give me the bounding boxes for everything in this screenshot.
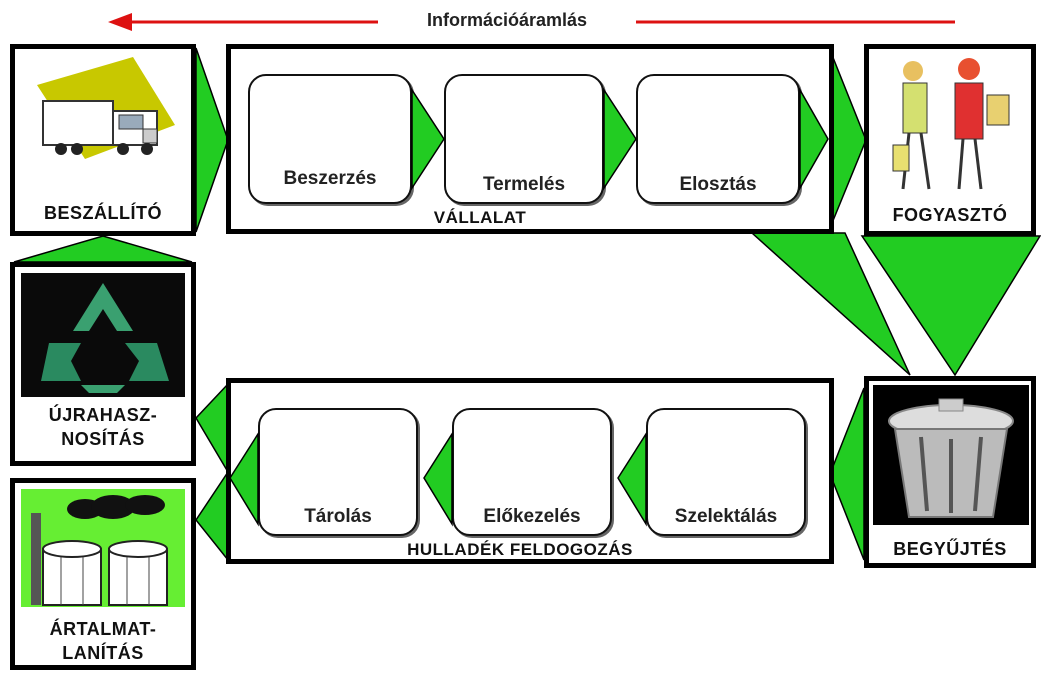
- company-step-label: Termelés: [482, 174, 566, 195]
- plant-icon-frame: [21, 489, 185, 607]
- bin-icon-frame: [873, 385, 1029, 525]
- company-step-label: Beszerzés: [283, 168, 377, 189]
- reuse-label: ÚJRAHASZ- NOSÍTÁS: [48, 405, 158, 449]
- collection-label: BEGYŰJTÉS: [893, 539, 1007, 559]
- company-title: VÁLLALAT: [433, 208, 527, 227]
- waste-step-label: Előkezelés: [483, 506, 581, 527]
- waste-step-label: Szelektálás: [674, 506, 778, 527]
- supplier-label: BESZÁLLÍTÓ: [44, 203, 162, 223]
- factory-icon: [31, 495, 168, 606]
- reuse-node: ÚJRAHASZ- NOSÍTÁS: [10, 262, 196, 466]
- arrow-supplier-to-company: [195, 47, 229, 233]
- arrow-consumer-to-collection: [860, 235, 1041, 377]
- waste-step-3: Szelektálás: [646, 408, 806, 536]
- company-step-3: Elosztás: [636, 74, 800, 204]
- disposal-label: ÁRTALMAT- LANÍTÁS: [49, 619, 157, 663]
- consumer-label: FOGYASZTÓ: [892, 205, 1008, 225]
- company-step-label: Elosztás: [679, 174, 757, 195]
- recycle-icon: [41, 283, 169, 393]
- info-flow-arrow: [108, 13, 955, 31]
- disposal-node: ÁRTALMAT- LANÍTÁS: [10, 478, 196, 670]
- waste-step-1: Tárolás: [258, 408, 418, 536]
- waste-step-2: Előkezelés: [452, 408, 612, 536]
- company-step-1: Beszerzés: [248, 74, 412, 204]
- recycle-icon-frame: [21, 273, 185, 397]
- waste-title: HULLADÉK FELDOGOZÁS: [407, 540, 633, 559]
- trash-bin-icon: [888, 398, 1014, 518]
- company-step-2: Termelés: [444, 74, 604, 204]
- supplier-node: BESZÁLLÍTÓ: [10, 44, 196, 236]
- info-flow-label: Információáramlás: [426, 10, 588, 30]
- truck-icon: [37, 57, 175, 159]
- waste-step-label: Tárolás: [304, 506, 372, 527]
- shoppers-icon: [892, 58, 1010, 190]
- collection-node: BEGYŰJTÉS: [864, 376, 1036, 568]
- consumer-node: FOGYASZTÓ: [864, 44, 1036, 236]
